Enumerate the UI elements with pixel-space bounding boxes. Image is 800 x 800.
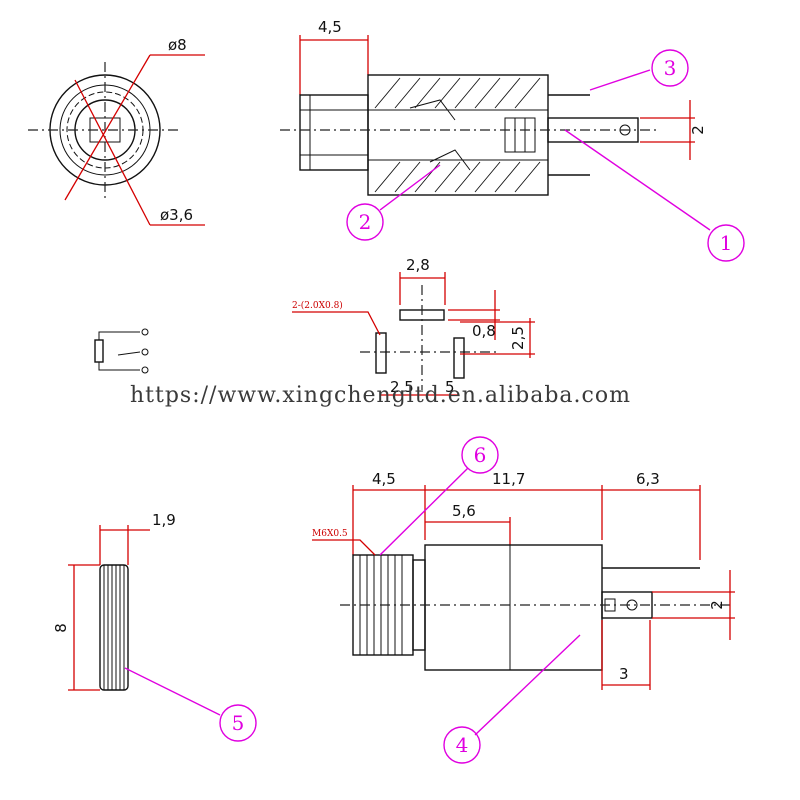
- bottom2-label: 5: [445, 378, 455, 396]
- pin-width-label: 2: [689, 125, 707, 135]
- gap-label: 0,8: [472, 322, 496, 340]
- watermark: https://www.xingchengltd.en.alibaba.com: [130, 383, 631, 408]
- pin-offset-label: 3: [619, 665, 629, 683]
- side-view: 4,5: [280, 18, 745, 262]
- hole-spec-label: 2-(2.0X0.8): [292, 300, 343, 311]
- bottom-label: 2,5: [390, 378, 414, 396]
- callout-4: 4: [456, 733, 469, 757]
- callout-6: 6: [474, 443, 487, 467]
- outer-diameter-label: ø8: [168, 36, 187, 54]
- vertical-label: 2,5: [509, 326, 527, 350]
- half-body-label: 5,6: [452, 502, 476, 520]
- nut-view: 1,9 8 5: [52, 511, 257, 742]
- nut-height-label: 8: [52, 623, 70, 633]
- inner-diameter-label: ø3,6: [160, 206, 193, 224]
- pcb-footprint: 2,8 2-(2.0X0.8) 0,8 2,5 2,5 5: [292, 256, 535, 396]
- callout-1: 1: [720, 231, 733, 255]
- bottom-view: 4,5 11,7 6,3 5,6 2: [312, 436, 735, 764]
- nut-thickness-label: 1,9: [152, 511, 176, 529]
- thread-length-label: 4,5: [372, 470, 396, 488]
- callout-2: 2: [359, 210, 372, 234]
- thread-spec-label: M6X0.5: [312, 529, 348, 539]
- side-length-label: 4,5: [318, 18, 342, 36]
- body-length-label: 11,7: [492, 470, 525, 488]
- bottom-pin-width-label: 2: [708, 600, 726, 610]
- callout-3: 3: [664, 56, 677, 80]
- callout-5: 5: [232, 711, 245, 735]
- spacing-top-label: 2,8: [406, 256, 430, 274]
- pin-length-label: 6,3: [636, 470, 660, 488]
- schematic-symbol: [94, 328, 149, 374]
- front-view: ø8 ø3,6: [28, 36, 205, 226]
